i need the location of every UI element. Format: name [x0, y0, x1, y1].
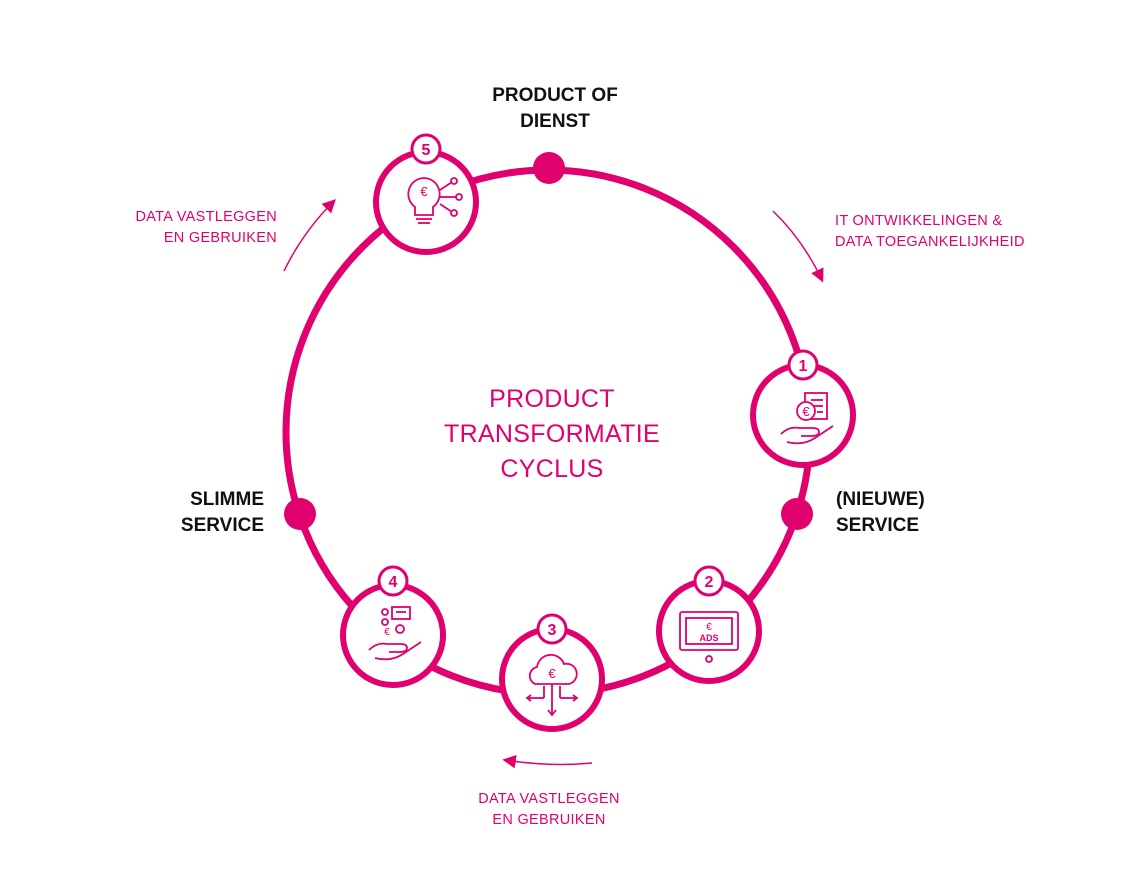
step-1: 1 € [750, 349, 856, 468]
step-5-number: 5 [422, 142, 431, 159]
hand-euro-gears-icon: € [368, 606, 422, 661]
svg-text:ADS: ADS [699, 633, 718, 643]
step-4: 4 € [340, 565, 446, 688]
center-title-line-1: PRODUCT [489, 385, 615, 413]
arrow-label-top-right: IT ONTWIKKELINGEN & DATA TOEGANKELIJKHEI… [835, 213, 1025, 250]
node-dot-smart-service [284, 498, 316, 530]
node-label-new-service: (NIEUWE) SERVICE [836, 489, 925, 536]
step-2-number: 2 [705, 574, 714, 591]
svg-text:€: € [802, 404, 810, 419]
arrow-label-bottom: DATA VASTLEGGEN EN GEBRUIKEN [478, 791, 620, 828]
arrow-top-left [283, 199, 336, 272]
node-label-product: PRODUCT OF DIENST [492, 85, 618, 132]
svg-text:€: € [548, 666, 556, 681]
node-dot-new-service [781, 498, 813, 530]
node-label-smart-service: SLIMME SERVICE [180, 489, 264, 536]
step-5: 5 € [373, 133, 479, 255]
svg-text:€: € [420, 184, 428, 199]
svg-text:€: € [384, 627, 390, 638]
center-title: PRODUCT TRANSFORMATIE CYCLUS [400, 382, 704, 487]
arrow-label-top-left: DATA VASTLEGGEN EN GEBRUIKEN [135, 209, 277, 246]
step-1-number: 1 [799, 358, 808, 375]
lightbulb-euro-network-icon: € [407, 177, 463, 224]
monitor-ads-icon: € ADS [679, 611, 739, 663]
arrow-top-right [772, 210, 824, 283]
center-title-line-2: TRANSFORMATIE [444, 420, 660, 448]
svg-text:€: € [706, 622, 712, 633]
step-2: 2 € ADS [656, 565, 762, 684]
hand-euro-document-icon: € [780, 392, 834, 445]
step-4-number: 4 [389, 574, 398, 591]
cloud-euro-distribution-icon: € [525, 654, 579, 717]
center-title-line-3: CYCLUS [500, 455, 604, 483]
step-3-number: 3 [548, 622, 557, 639]
step-3: 3 € [499, 613, 605, 732]
node-dot-product [533, 152, 565, 184]
arrow-bottom [502, 754, 593, 769]
